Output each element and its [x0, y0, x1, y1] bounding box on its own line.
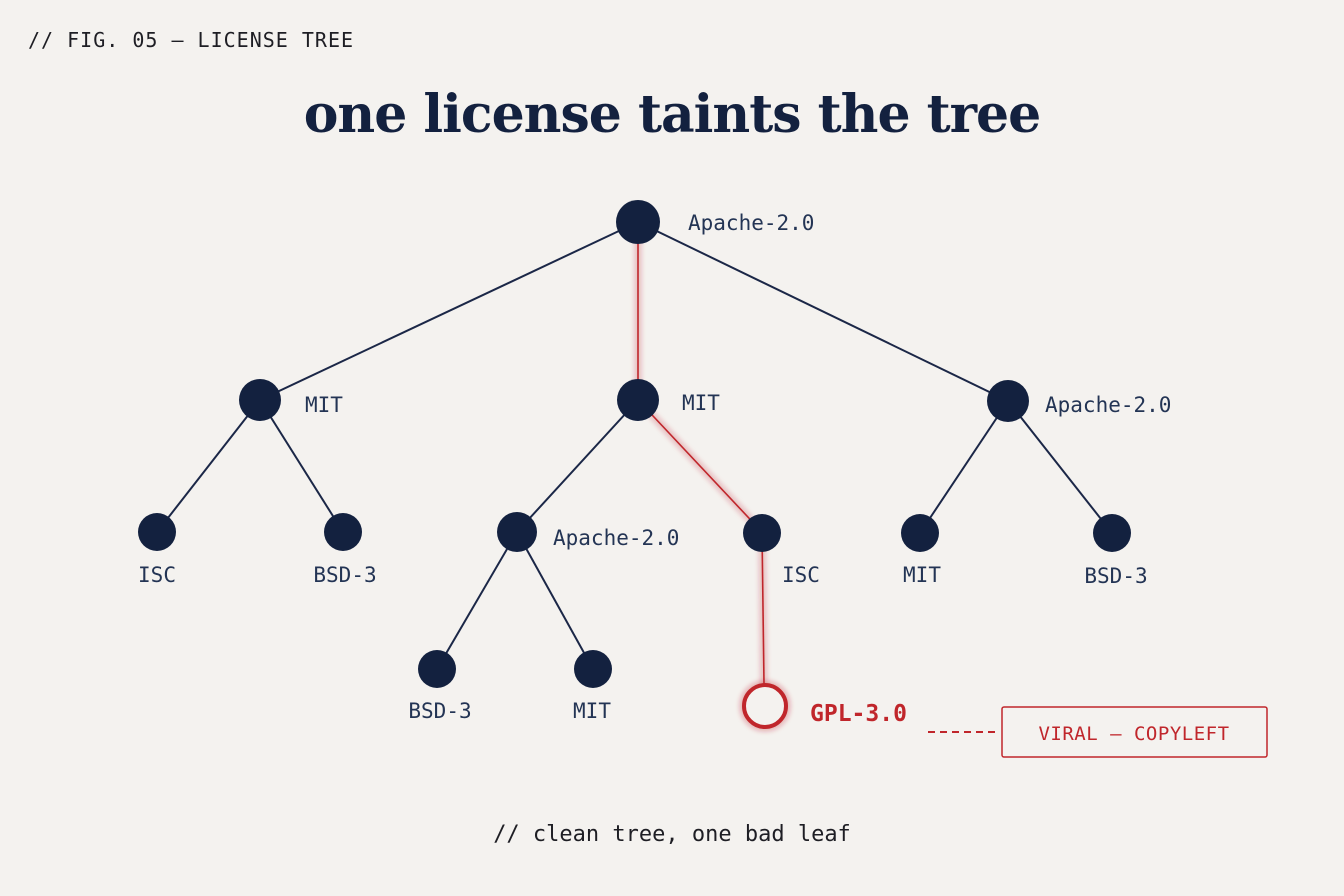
node-gpl-bad-leaf	[742, 683, 788, 729]
node-isc-mid	[743, 514, 781, 552]
edge-root-to-left-mit	[259, 221, 639, 401]
label-mit-deep: MIT	[573, 699, 611, 723]
node-right-apache	[987, 380, 1029, 422]
label-gpl: GPL-3.0	[810, 701, 907, 727]
label-mid-mit: MIT	[682, 391, 720, 415]
edge-left-mit-to-isc	[156, 399, 261, 533]
label-isc-mid: ISC	[782, 563, 820, 587]
label-bsd3-left: BSD-3	[313, 563, 376, 587]
tree-nodes	[138, 200, 1131, 688]
edge-apache-to-mit	[516, 531, 594, 670]
edge-root-to-right-apache	[637, 221, 1009, 402]
edge-isc-to-gpl	[761, 531, 765, 685]
diagram-title: one license taints the tree	[303, 84, 1041, 145]
label-left-mit: MIT	[305, 393, 343, 417]
label-apache-mid: Apache-2.0	[553, 526, 679, 550]
node-mid-mit	[617, 379, 659, 421]
label-mit-right: MIT	[903, 563, 941, 587]
node-root	[616, 200, 660, 244]
diagram-caption: // clean tree, one bad leaf	[493, 822, 851, 847]
node-bsd3-left	[324, 513, 362, 551]
viral-tag-box	[1001, 706, 1268, 758]
node-apache-mid	[497, 512, 537, 552]
taint-path-glow	[634, 222, 768, 707]
viral-tag-text: VIRAL — COPYLEFT	[1038, 723, 1229, 745]
edge-right-apache-to-bsd3	[1007, 400, 1113, 534]
node-bsd3-deep	[418, 650, 456, 688]
label-bsd3-deep: BSD-3	[408, 699, 471, 723]
node-isc-left	[138, 513, 176, 551]
taint-path	[637, 222, 765, 685]
label-root: Apache-2.0	[688, 211, 814, 235]
edge-mid-mit-to-isc	[637, 399, 763, 533]
node-mit-right	[901, 514, 939, 552]
clean-edges	[156, 221, 1113, 670]
figure-label: // FIG. 05 — LICENSE TREE	[28, 28, 355, 52]
edge-apache-to-bsd3	[436, 531, 518, 670]
label-bsd3-right: BSD-3	[1084, 564, 1147, 588]
node-left-mit	[239, 379, 281, 421]
label-right-apache: Apache-2.0	[1045, 393, 1171, 417]
node-bsd3-right	[1093, 514, 1131, 552]
edge-right-apache-to-mit	[919, 400, 1009, 534]
label-isc-left: ISC	[138, 563, 176, 587]
edge-left-mit-to-bsd3	[259, 399, 344, 533]
edge-mid-mit-to-apache	[516, 399, 639, 533]
node-mit-deep	[574, 650, 612, 688]
